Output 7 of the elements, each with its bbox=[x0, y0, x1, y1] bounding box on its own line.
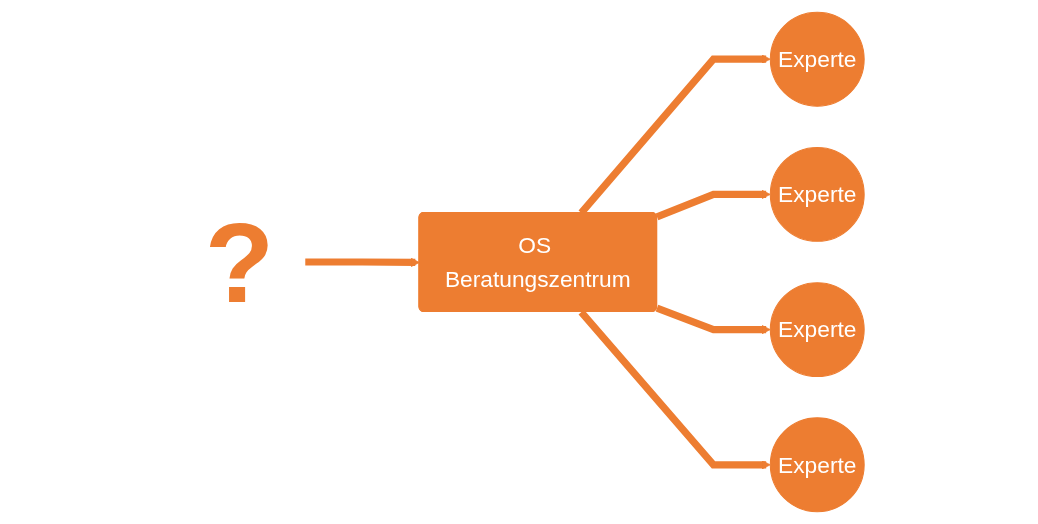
node-circle: Experte bbox=[769, 417, 865, 513]
node-circle: Experte bbox=[769, 11, 865, 107]
arrow bbox=[655, 304, 771, 335]
arrow bbox=[655, 189, 771, 221]
node-circle: Experte bbox=[769, 282, 865, 378]
node-text: ? bbox=[204, 198, 275, 326]
node-circle: Experte bbox=[769, 146, 865, 242]
